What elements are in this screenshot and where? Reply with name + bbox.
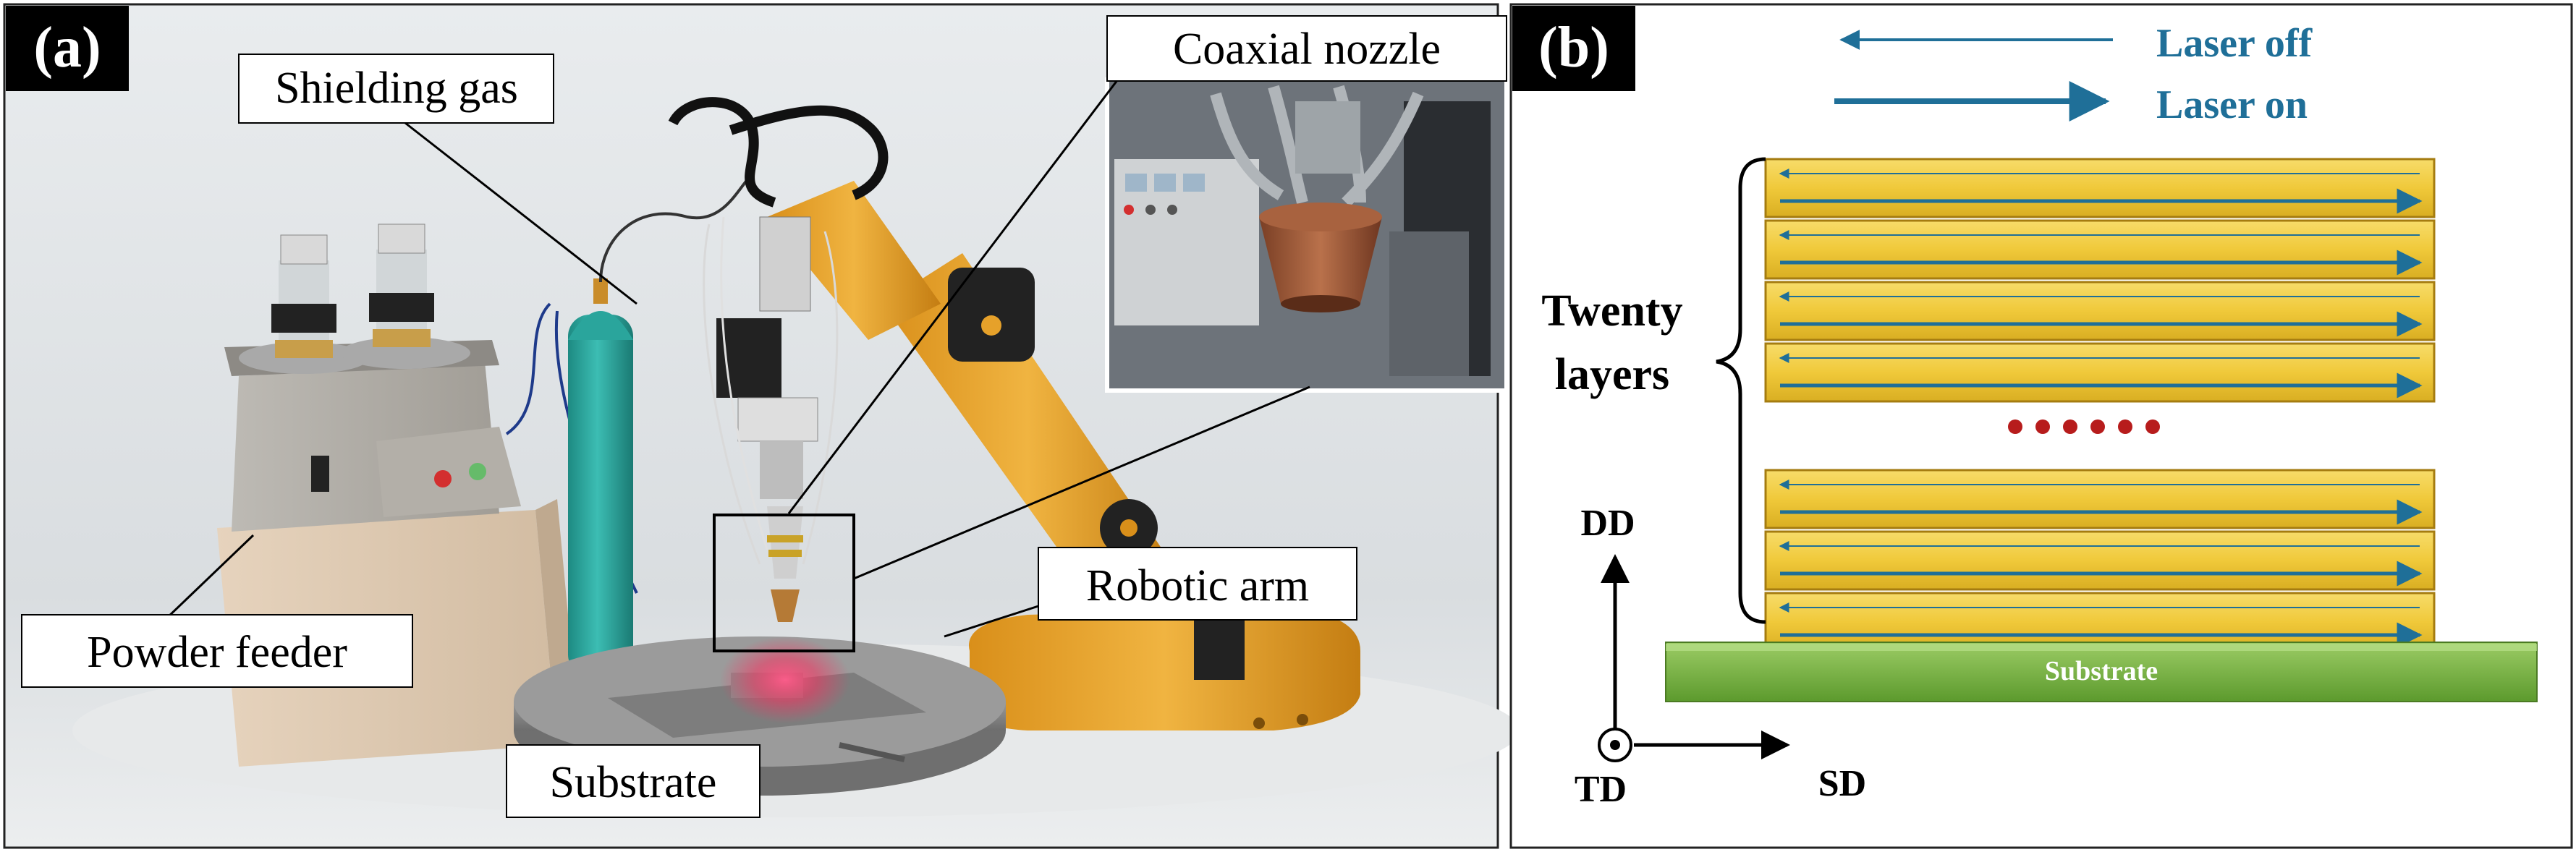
substrate-b: Substrate (1665, 642, 2538, 702)
ellipsis-dots (2008, 419, 2160, 434)
label-substrate-a-text: Substrate (550, 758, 717, 807)
label-coaxial-nozzle: Coaxial nozzle (1106, 15, 1507, 82)
dd-axis-label: DD (1580, 503, 1635, 544)
layer (1764, 342, 2436, 403)
ellipsis-dot (2145, 419, 2160, 434)
layer-body (1764, 342, 2436, 403)
layer-body (1764, 530, 2436, 591)
sd-axis-label: SD (1818, 763, 1866, 804)
laser-glow (720, 636, 850, 723)
leader-coaxial-nozzle (787, 64, 1130, 514)
leader-lines (165, 64, 1310, 638)
leader-robotic-arm (944, 605, 1039, 638)
layer (1764, 158, 2436, 218)
ellipsis-dot (2063, 419, 2077, 434)
layer (1764, 281, 2436, 341)
label-shielding-gas: Shielding gas (238, 54, 554, 124)
twenty-layers-label-line1: Twenty (1541, 286, 1682, 336)
deposited-layers (1764, 158, 2436, 652)
td-axis-symbol-dot (1610, 740, 1620, 750)
substrate-b-text: Substrate (2045, 656, 2158, 686)
ellipsis-dot (2008, 419, 2022, 434)
feeder-switch (311, 456, 329, 492)
ellipsis-dot (2035, 419, 2050, 434)
label-powder-feeder: Powder feeder (21, 614, 413, 688)
layer-body (1764, 281, 2436, 341)
twenty-layers-label-line2: layers (1555, 350, 1669, 399)
leader-inset-callout (853, 385, 1310, 580)
panel-a-tag: (a) (6, 6, 129, 91)
label-coaxial-nozzle-text: Coaxial nozzle (1173, 25, 1441, 74)
green-indicator-light (469, 463, 486, 480)
coaxial-nozzle-inset (1105, 77, 1509, 393)
label-shielding-gas-text: Shielding gas (275, 64, 518, 113)
coordinate-axes: DD TD SD (1575, 503, 1866, 810)
cladding-head (668, 97, 889, 622)
layer (1764, 592, 2436, 652)
layer (1764, 530, 2436, 591)
nozzle-highlight-box (713, 514, 855, 652)
legend: Laser off Laser on (1834, 21, 2313, 127)
legend-laser-on-text: Laser on (2156, 82, 2308, 127)
layer-body (1764, 592, 2436, 652)
layer-body (1764, 219, 2436, 280)
layer (1764, 469, 2436, 529)
powder-hopper-2 (369, 223, 434, 347)
leader-shielding-gas (404, 122, 637, 305)
layer-body (1764, 469, 2436, 529)
label-powder-feeder-text: Powder feeder (87, 628, 347, 677)
label-robotic-arm-text: Robotic arm (1086, 561, 1309, 610)
layer (1764, 219, 2436, 280)
panel-a: Shielding gas Coaxial nozzle Powder feed… (3, 3, 1520, 849)
robotic-arm (767, 181, 1360, 730)
label-robotic-arm: Robotic arm (1038, 547, 1357, 621)
work-platform (514, 636, 1006, 796)
panel-b-tag: (b) (1512, 6, 1635, 91)
label-substrate-a: Substrate (506, 744, 760, 818)
legend-laser-off-text: Laser off (2156, 21, 2313, 66)
panel-a-tag-text: (a) (33, 16, 101, 80)
gas-cylinder (568, 172, 754, 676)
layer-body (1764, 158, 2436, 218)
red-indicator-light (434, 470, 452, 487)
panel-b: (b) Laser off Laser on Substrate Twenty … (1509, 3, 2573, 849)
leader-powder-feeder (165, 534, 255, 620)
powder-hopper-1 (271, 234, 336, 358)
panel-b-tag-text: (b) (1538, 16, 1609, 80)
td-axis-label: TD (1575, 769, 1627, 810)
ellipsis-dot (2090, 419, 2105, 434)
ellipsis-dot (2118, 419, 2132, 434)
twenty-layers-brace (1716, 157, 1766, 624)
